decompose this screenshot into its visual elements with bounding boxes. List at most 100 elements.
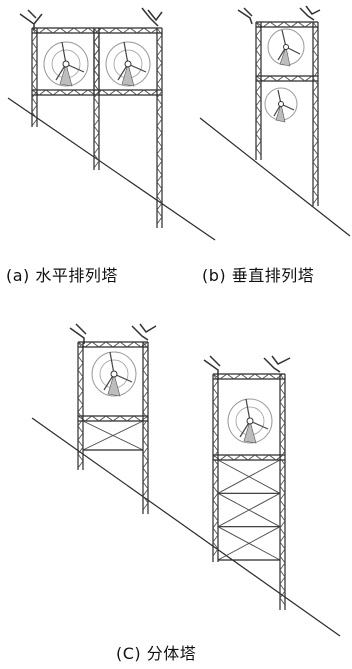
truss-member: [212, 387, 219, 396]
truss-member: [268, 454, 277, 461]
truss-member: [255, 91, 262, 100]
truss-member: [77, 446, 84, 455]
truss-member: [93, 90, 100, 99]
truss-member: [126, 341, 135, 348]
truss-member: [119, 415, 128, 422]
truss-member: [142, 425, 149, 434]
slope-line: [199, 117, 351, 237]
truss-member: [93, 69, 100, 78]
panel-a-horizontal-tower: [7, 7, 216, 241]
truss-member: [93, 146, 100, 155]
slope-line: [7, 97, 216, 241]
truss-member: [77, 397, 84, 406]
truss-member: [279, 457, 286, 466]
tower-frame: [255, 21, 319, 206]
truss-member: [279, 562, 286, 571]
truss-member: [312, 154, 319, 163]
truss-member: [254, 373, 263, 380]
truss-member: [156, 90, 163, 99]
truss-member: [254, 454, 263, 461]
truss-member: [212, 478, 219, 487]
truss-member: [312, 70, 319, 79]
truss-member: [255, 140, 262, 149]
truss-member: [82, 420, 144, 451]
truss-member: [156, 118, 163, 127]
truss-member: [31, 97, 38, 106]
truss-member: [142, 481, 149, 490]
truss-member: [108, 89, 117, 96]
truss-member: [226, 373, 235, 380]
truss-member: [297, 75, 306, 82]
truss-member: [283, 21, 292, 28]
turbine-upper: [267, 28, 305, 67]
truss-member: [247, 454, 256, 461]
truss-member: [240, 454, 249, 461]
truss-member: [212, 436, 219, 445]
truss-member: [31, 34, 38, 43]
truss-member: [133, 415, 142, 422]
truss-member: [98, 415, 107, 422]
truss-member: [279, 527, 286, 536]
panel-b-vertical-tower: [199, 5, 351, 237]
truss-member: [93, 41, 100, 50]
insulator-top-right: [299, 5, 321, 21]
truss-member: [262, 21, 271, 28]
truss-member: [31, 27, 40, 34]
truss-member: [142, 376, 149, 385]
truss-member: [312, 133, 319, 142]
truss-member: [219, 373, 228, 380]
truss-member: [312, 28, 319, 37]
truss-member: [279, 415, 286, 424]
truss-member: [77, 355, 84, 364]
truss-member: [312, 63, 319, 72]
truss-member: [156, 139, 163, 148]
truss-member: [276, 75, 285, 82]
truss-member: [312, 182, 319, 191]
truss-member: [304, 75, 313, 82]
truss-member: [312, 77, 319, 86]
truss-member: [77, 341, 86, 348]
truss-member: [31, 104, 38, 113]
truss-member: [126, 415, 135, 422]
truss-member: [279, 408, 286, 417]
truss-member: [312, 105, 319, 114]
truss-member: [93, 34, 100, 43]
truss-member: [52, 89, 61, 96]
truss-member: [279, 492, 286, 501]
truss-member: [156, 83, 163, 92]
truss-member: [255, 119, 262, 128]
truss-member: [142, 453, 149, 462]
truss-member: [312, 84, 319, 93]
truss-member: [156, 62, 163, 71]
truss-member: [156, 97, 163, 106]
truss-member: [269, 75, 278, 82]
truss-member: [142, 369, 149, 378]
truss-member: [77, 383, 84, 392]
truss-member: [255, 63, 262, 72]
truss-member: [77, 453, 84, 462]
truss-member: [142, 495, 149, 504]
truss-member: [279, 443, 286, 452]
truss-member: [212, 373, 221, 380]
caption-horizontal-tower: (a) 水平排列塔: [6, 266, 118, 285]
truss-member: [129, 27, 138, 34]
truss-member: [212, 415, 219, 424]
truss-member: [142, 341, 149, 350]
truss-member: [142, 488, 149, 497]
truss-member: [156, 48, 163, 57]
truss-member: [101, 27, 110, 34]
truss-member: [279, 485, 286, 494]
truss-member: [142, 383, 149, 392]
truss-member: [73, 89, 82, 96]
truss-member: [279, 597, 286, 606]
truss-member: [312, 119, 319, 128]
truss-member: [312, 189, 319, 198]
truss-member: [217, 492, 281, 528]
truss-member: [45, 89, 54, 96]
truss-member: [312, 175, 319, 184]
truss-member: [156, 55, 163, 64]
truss-member: [279, 569, 286, 578]
truss-member: [212, 513, 219, 522]
truss-member: [261, 373, 270, 380]
truss-member: [255, 49, 262, 58]
